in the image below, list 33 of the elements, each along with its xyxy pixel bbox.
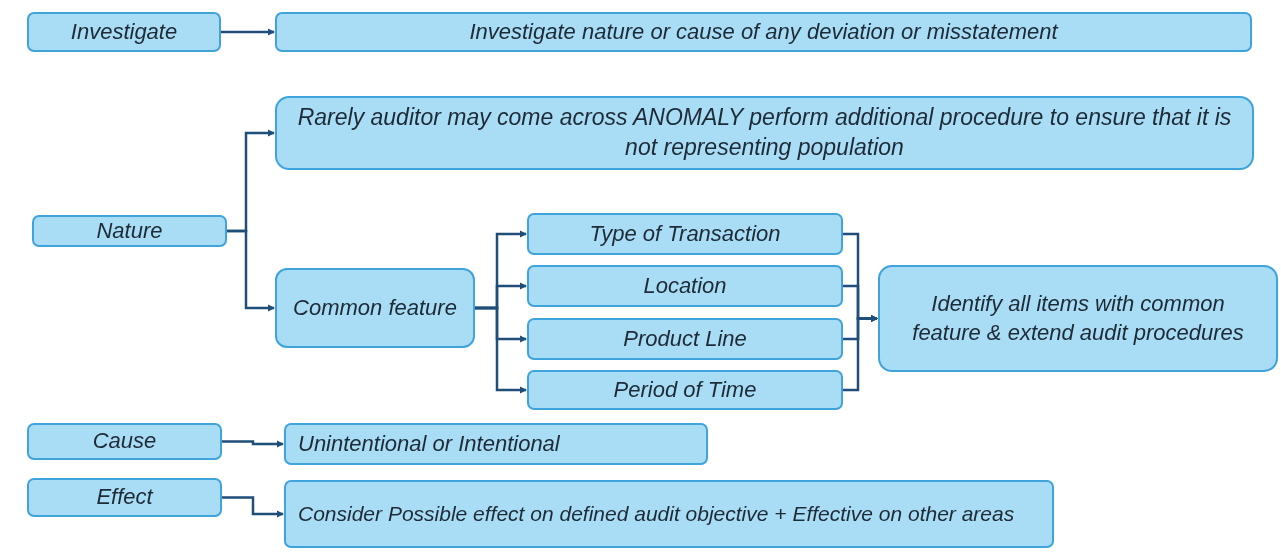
box-text: Investigate [70, 17, 178, 46]
process-box [527, 213, 843, 255]
process-box [32, 215, 227, 247]
box-text: Effect [96, 483, 153, 512]
process-box [27, 423, 222, 460]
process-box [275, 12, 1252, 52]
process-box [27, 12, 221, 52]
process-box [527, 265, 843, 307]
process-box [284, 423, 708, 465]
process-box [27, 478, 222, 517]
box-text: Common feature [293, 293, 457, 322]
process-box [284, 480, 1054, 548]
box-text: Investigate nature or cause of any deviation or misstatement [469, 17, 1058, 46]
box-text: Cause [92, 427, 157, 456]
box-text: Identify all items with common feature & extend audit procedures [911, 289, 1245, 347]
process-box [878, 265, 1278, 372]
connector-arrow [227, 229, 275, 312]
process-box [275, 268, 475, 348]
connector-arrow [222, 496, 284, 518]
process-box [275, 96, 1254, 170]
box-text: Location [643, 271, 727, 300]
connector-arrow [222, 440, 284, 448]
box-text: Product Line [623, 324, 747, 353]
box-text: Type of Transaction [589, 219, 781, 248]
box-text: Consider Possible effect on defined audit objective + Effective on other areas [298, 501, 1015, 528]
box-text: Nature [96, 216, 163, 245]
process-box [527, 370, 843, 410]
box-text: Unintentional or Intentional [298, 429, 560, 458]
connector-arrow [221, 28, 275, 36]
box-text: Rarely auditor may come across ANOMALY perform additional procedure to ensure that it is not representing population [296, 103, 1233, 162]
process-box [527, 318, 843, 360]
box-text: Period of Time [613, 375, 757, 404]
connector-arrow [475, 306, 527, 394]
